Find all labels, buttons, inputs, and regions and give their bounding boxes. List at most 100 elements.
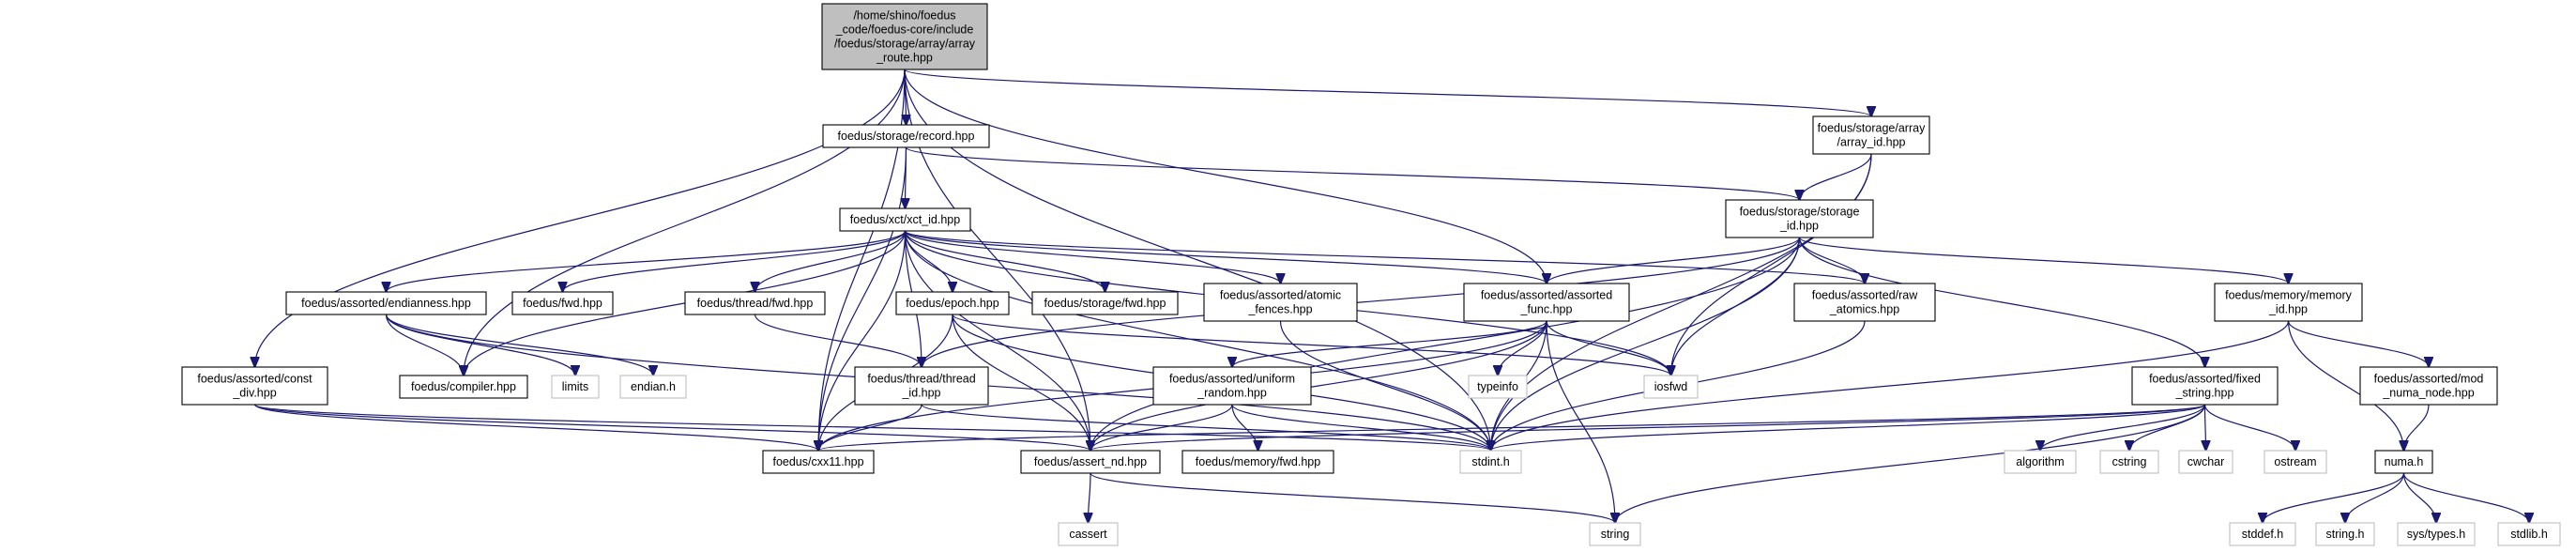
node-cxx11[interactable]: foedus/cxx11.hpp [762, 450, 875, 474]
node-atomic_fences[interactable]: foedus/assorted/atomic_fences.hpp [1203, 283, 1358, 322]
edge-xct_id-to-atomic_fences [904, 230, 1281, 284]
node-label-line: typeinfo [1477, 380, 1518, 393]
node-label-line: _numa_node.hpp [2382, 387, 2474, 400]
node-box [1589, 522, 1641, 546]
node-label-line: _id.hpp [2268, 303, 2308, 316]
edge-fixed_string-to-ostream [2203, 404, 2296, 451]
node-assert_nd[interactable]: foedus/assert_nd.hpp [1020, 450, 1161, 474]
node-ostream: ostream [2264, 450, 2327, 474]
node-box [821, 3, 988, 70]
node-uniform_random[interactable]: foedus/assorted/uniform_random.hpp [1152, 366, 1312, 406]
node-label-line: _string.hpp [2175, 387, 2234, 400]
edge-uniform_random-to-stdint [1231, 404, 1491, 451]
node-root[interactable]: /home/shino/foedus_code/foedus-core/incl… [821, 3, 988, 70]
node-box [619, 375, 687, 399]
edge-epoch-to-assert_nd [952, 314, 1090, 451]
node-storage_id[interactable]: foedus/storage/storage_id.hpp [1725, 199, 1874, 238]
node-label-line: foedus/fwd.hpp [523, 297, 602, 310]
node-label-line: foedus/assorted/mod [2374, 373, 2484, 386]
edge-fixed_string-to-algorithm [2040, 404, 2206, 451]
node-box [1725, 199, 1874, 238]
node-box [1793, 283, 1936, 322]
edge-xct_id-to-endianness [387, 230, 907, 292]
edge-storage_id-to-thread_id [922, 237, 1801, 367]
node-label-line: foedus/storage/array [1818, 122, 1926, 135]
node-fixed_string[interactable]: foedus/assorted/fixed_string.hpp [2131, 366, 2279, 406]
node-label-line: foedus/epoch.hpp [906, 297, 998, 310]
nodes-layer: /home/shino/foedus_code/foedus-core/incl… [181, 3, 2561, 546]
node-memory_fwd[interactable]: foedus/memory/fwd.hpp [1181, 450, 1334, 474]
edge-xct_id-to-thread_fwd [755, 230, 907, 292]
node-const_div[interactable]: foedus/assorted/const_div.hpp [181, 366, 328, 406]
node-endian: endian.h [619, 375, 687, 399]
node-label-line: foedus/thread/fwd.hpp [697, 297, 814, 310]
node-label-line: foedus/memory/fwd.hpp [1196, 455, 1320, 468]
node-box [2497, 522, 2561, 546]
edge-memory_id-to-stdint [1491, 320, 2290, 451]
node-record[interactable]: foedus/storage/record.hpp [822, 124, 990, 148]
edge-uniform_random-to-assert_nd [1090, 404, 1233, 451]
node-xct_id[interactable]: foedus/xct/xct_id.hpp [839, 207, 971, 232]
node-box [2359, 366, 2498, 406]
node-label-line: foedus/storage/fwd.hpp [1044, 297, 1166, 310]
edge-assorted_func-to-string [1546, 320, 1615, 523]
node-raw_atomics[interactable]: foedus/assorted/raw_atomics.hpp [1793, 283, 1936, 322]
node-epoch[interactable]: foedus/epoch.hpp [895, 291, 1010, 315]
node-array_id[interactable]: foedus/storage/array/array_id.hpp [1812, 115, 1930, 155]
node-label-line: foedus/memory/memory [2225, 289, 2353, 302]
edge-mod_numa_node-to-numa [2404, 404, 2430, 451]
node-box [2004, 450, 2077, 474]
node-numa[interactable]: numa.h [2374, 450, 2433, 474]
node-fwd[interactable]: foedus/fwd.hpp [511, 291, 614, 315]
node-box [1812, 115, 1930, 155]
node-label-line: cwchar [2187, 455, 2225, 468]
node-label-line: /array_id.hpp [1837, 136, 1906, 149]
node-label-line: cassert [1069, 528, 1107, 541]
node-string_h: string.h [2315, 522, 2375, 546]
edge-fixed_string-to-cwchar [2205, 404, 2206, 451]
edge-const_div-to-assert_nd [253, 404, 1091, 451]
node-mod_numa_node[interactable]: foedus/assorted/mod_numa_node.hpp [2359, 366, 2498, 406]
edge-fixed_string-to-assert_nd [1090, 404, 2206, 451]
edge-xct_id-to-compiler [464, 230, 907, 376]
node-label-line: numa.h [2385, 455, 2424, 468]
edge-thread_id-to-stdint [921, 404, 1491, 451]
node-string: string [1589, 522, 1641, 546]
edge-xct_id-to-assorted_func [904, 230, 1547, 284]
edge-storage_id-to-raw_atomics [1798, 237, 1866, 284]
node-box [2099, 450, 2159, 474]
node-label-line: endian.h [631, 380, 676, 393]
edge-storage_id-to-assert_nd [1090, 237, 1801, 451]
edge-epoch-to-iosfwd [952, 314, 1671, 376]
edge-xct_id-to-fwd [563, 230, 907, 292]
node-compiler[interactable]: foedus/compiler.hpp [399, 375, 528, 399]
edge-numa-to-string_h [2345, 472, 2405, 523]
node-box [2397, 522, 2476, 546]
node-box [2264, 450, 2327, 474]
edge-root-to-array_id [904, 69, 1871, 116]
node-thread_id[interactable]: foedus/thread/thread_id.hpp [854, 366, 989, 406]
node-thread_fwd[interactable]: foedus/thread/fwd.hpp [684, 291, 826, 315]
node-box [285, 291, 487, 315]
node-endianness[interactable]: foedus/assorted/endianness.hpp [285, 291, 487, 315]
node-stdlib: stdlib.h [2497, 522, 2561, 546]
edge-endianness-to-limits [385, 314, 576, 376]
node-memory_id[interactable]: foedus/memory/memory_id.hpp [2214, 283, 2363, 322]
node-label-line: foedus/assorted/atomic [1220, 289, 1341, 302]
edge-storage_id-to-fixed_string [1798, 237, 2205, 367]
edge-assert_nd-to-string [1090, 472, 1615, 523]
node-label-line: algorithm [2016, 455, 2064, 468]
edge-xct_id-to-raw_atomics [904, 230, 1866, 284]
edge-assorted_func-to-typeinfo [1498, 320, 1547, 376]
node-box [2374, 450, 2433, 474]
node-assorted_func[interactable]: foedus/assorted/assorted_func.hpp [1463, 283, 1630, 322]
edge-root-to-assorted_func [904, 69, 1547, 284]
node-label-line: string [1601, 528, 1630, 541]
node-storage_fwd[interactable]: foedus/storage/fwd.hpp [1031, 291, 1179, 315]
node-label-line: foedus/storage/storage [1740, 206, 1860, 219]
node-label-line: foedus/thread/thread [867, 373, 975, 386]
node-label-line: cstring [2112, 455, 2147, 468]
node-iosfwd: iosfwd [1643, 375, 1699, 399]
node-box [181, 366, 328, 406]
node-box [1058, 522, 1119, 546]
